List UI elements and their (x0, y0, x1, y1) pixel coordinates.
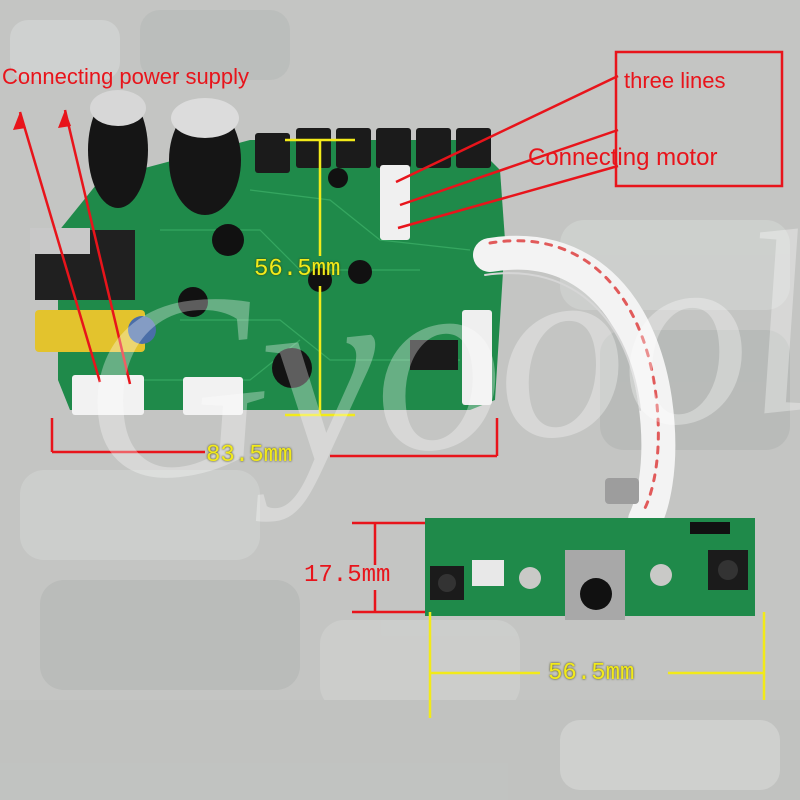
three-lines-label: three lines (624, 68, 726, 93)
control-board-width-label: 56.5mm (548, 660, 635, 687)
x-capacitor (35, 310, 145, 352)
control-board-height-label: 17.5mm (304, 562, 391, 589)
motor-connector (380, 165, 410, 240)
annotation-arrows (18, 50, 784, 614)
ribbon-cable (473, 235, 676, 537)
ribbon-connector (462, 310, 492, 405)
buzzer (272, 348, 312, 388)
mosfet-row (255, 128, 491, 173)
power-supply-label: Connecting power supply (2, 64, 250, 89)
power-connector (72, 375, 144, 415)
driver-ic (410, 340, 458, 370)
control-board (425, 478, 755, 620)
main-board (30, 90, 505, 415)
main-board-width-label: 83.5mm (206, 442, 293, 469)
hall-connector (183, 377, 243, 415)
motor-label: Connecting motor (528, 144, 718, 171)
dimension-lines (285, 138, 766, 718)
main-board-height-label: 56.5mm (254, 256, 341, 283)
